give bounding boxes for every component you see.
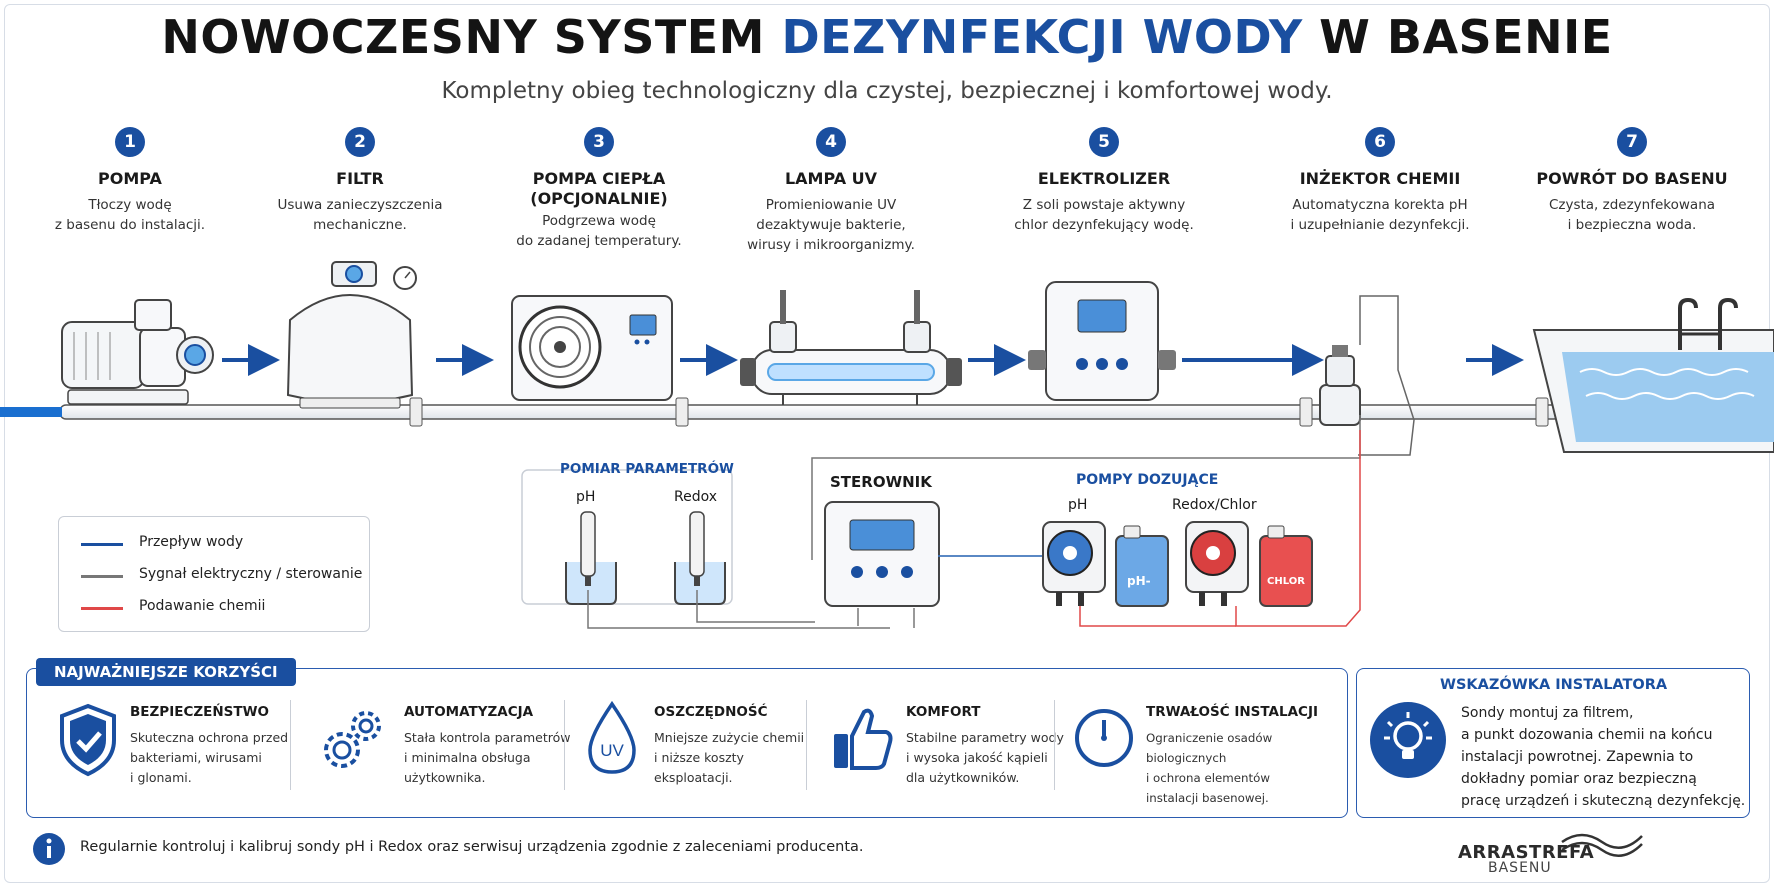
gears-icon [324,711,381,768]
info-icon [33,833,65,865]
injector-illustration [1319,295,1415,456]
dosing-pumps-title: POMPY DOZUJĄCE [1076,472,1219,488]
redox-dosing-pump-illustration [1185,521,1249,606]
clock-icon [1075,709,1133,767]
step-number: 4 [816,127,846,157]
step-title: LAMPA UV [784,169,878,188]
heat-pump-illustration [511,295,673,401]
pool-illustration [1532,297,1774,453]
ph-pump-label: pH [1068,497,1088,513]
chlorine-canister-illustration [1259,525,1313,607]
logo-text: ARRASTREFA [1458,842,1595,863]
step-title: POMPA CIEPŁA(OPCJONALNIE) [530,169,668,208]
step-number: 1 [115,127,145,157]
step-title: POMPA [98,169,162,188]
page-title: NOWOCZESNY SYSTEM DEZYNFEKCJI WODY W BAS… [161,10,1613,64]
step-title: FILTR [336,169,384,188]
step-number: 7 [1617,127,1647,157]
uv-drop-icon: UV [588,700,636,774]
pump-illustration [61,299,214,405]
redox-pump-label: Redox/Chlor [1172,497,1257,513]
measurement-title: POMIAR PARAMETRÓW [560,461,734,477]
step-title: ELEKTROLIZER [1037,169,1171,188]
benefit-durability: TRWAŁOŚĆ INSTALACJI Ograniczenie osadów … [1146,704,1318,805]
ph-probe-label: pH [576,489,596,505]
step-number: 6 [1365,127,1395,157]
divider [290,700,291,790]
step-number: 5 [1089,127,1119,157]
divider [1054,700,1055,790]
filter-illustration [286,261,417,409]
ph-canister-illustration [1115,525,1169,607]
divider [806,700,807,790]
logo-subtext: BASENU [1488,860,1552,876]
ph-canister-label: pH- [1127,574,1151,588]
chemical-lines [1079,430,1361,627]
chlor-canister-label: CHLOR [1267,576,1305,587]
controller-illustration [824,501,940,607]
benefits-header: NAJWAŻNIEJSZE KORZYŚCI [36,658,296,686]
step-title: POWRÓT DO BASENU [1536,169,1728,188]
legend: Przepływ wody Sygnał elektryczny / stero… [58,516,370,632]
installer-tip-panel [1356,668,1750,818]
page-subtitle: Kompletny obieg technologiczny dla czyst… [441,78,1333,104]
step-chemical-injector: 6 INŻEKTOR CHEMII Automatyczna korekta p… [1270,127,1490,235]
step-heat-pump: 3 POMPA CIEPŁA(OPCJONALNIE) Podgrzewa wo… [489,127,709,251]
divider [564,700,565,790]
step-title: INŻEKTOR CHEMII [1299,169,1461,188]
uv-text: UV [600,741,624,760]
redox-probe-label: Redox [674,489,718,505]
controller-title: STEROWNIK [830,473,932,491]
maintenance-note: Regularnie kontroluj i kalibruj sondy pH… [80,839,864,855]
uv-lamp-illustration [740,290,962,405]
shield-check-icon [60,703,116,777]
installer-tip-title: WSKAZÓWKA INSTALATORA [1440,677,1668,693]
benefits-panel [26,668,1348,818]
thumbs-up-icon [834,708,893,770]
installer-tip-text: Sondy montuj za filtrem,a punkt dozowani… [1461,705,1746,809]
logo-waves-icon [1561,833,1643,857]
lightbulb-icon [1370,702,1446,778]
step-number: 3 [584,127,614,157]
step-number: 2 [345,127,375,157]
electrolyser-illustration [1028,281,1176,401]
measurement-panel [521,469,733,605]
ph-dosing-pump-illustration [1042,521,1106,606]
step-return-to-pool: 7 POWRÓT DO BASENU Czysta, zdezynfekowan… [1522,127,1742,235]
